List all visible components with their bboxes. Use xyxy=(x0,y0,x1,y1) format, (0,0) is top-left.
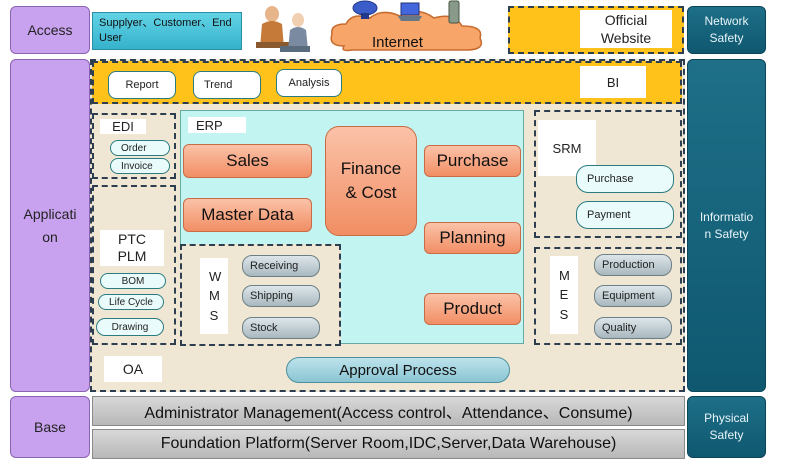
official-website-box: Official Website xyxy=(580,10,672,48)
shipping-label: Shipping xyxy=(250,290,293,302)
people-illustration xyxy=(256,6,310,52)
equipment-label: Equipment xyxy=(602,290,655,302)
information-safety-label: Information Safety xyxy=(699,209,754,241)
physical-safety-label: Physical Safety xyxy=(704,411,749,442)
production-pill: Production xyxy=(594,254,672,276)
receiving-label: Receiving xyxy=(250,260,299,272)
edi-invoice-label: Invoice xyxy=(121,160,153,172)
analysis-label: Analysis xyxy=(288,77,330,89)
approval-process-pill: Approval Process xyxy=(286,357,510,383)
approval-process-label: Approval Process xyxy=(339,361,457,379)
report-pill: Report xyxy=(108,71,176,99)
master-data-label: Master Data xyxy=(201,205,294,224)
oa-title: OA xyxy=(122,361,144,377)
erp-title-box: ERP xyxy=(188,117,246,133)
server-icon xyxy=(352,0,378,19)
bom-label: BOM xyxy=(121,275,145,287)
edi-order-label: Order xyxy=(121,142,147,154)
erp-title: ERP xyxy=(196,117,223,133)
physical-safety: Physical Safety xyxy=(687,396,766,458)
trend-pill: Trend xyxy=(193,71,261,99)
bi-label: BI xyxy=(606,74,620,90)
stock-pill: Stock xyxy=(242,317,320,339)
life-cycle-label: Life Cycle xyxy=(109,296,153,308)
finance-box: Finance & Cost xyxy=(325,126,417,236)
planning-box: Planning xyxy=(424,222,521,254)
master-data-box: Master Data xyxy=(183,198,312,232)
base-layer: Base xyxy=(10,396,90,458)
internet-label: Internet xyxy=(372,34,423,51)
product-box: Product xyxy=(424,293,521,325)
supplier-label: Supplyer、Customer、End User xyxy=(99,17,232,45)
bom-pill: BOM xyxy=(100,273,166,289)
admin-management-label: Administrator Management(Access control、… xyxy=(144,405,633,422)
laptop-icon xyxy=(398,2,422,21)
planning-label: Planning xyxy=(439,228,506,247)
base-layer-label: Base xyxy=(34,419,66,435)
shipping-pill: Shipping xyxy=(242,285,320,307)
network-safety: Network Safety xyxy=(687,6,766,54)
life-cycle-pill: Life Cycle xyxy=(98,294,164,310)
application-layer-label: Application xyxy=(23,206,77,245)
report-label: Report xyxy=(125,79,159,91)
drawing-label: Drawing xyxy=(111,321,149,333)
equipment-pill: Equipment xyxy=(594,285,672,307)
foundation-platform-bar: Foundation Platform(Server Room,IDC,Serv… xyxy=(92,429,685,459)
phone-icon xyxy=(448,0,460,24)
analysis-pill: Analysis xyxy=(276,69,342,97)
trend-label: Trend xyxy=(204,79,233,91)
sales-box: Sales xyxy=(183,144,312,178)
admin-management-bar: Administrator Management(Access control、… xyxy=(92,396,685,426)
internet-cloud-icon xyxy=(330,10,483,52)
purchase-label: Purchase xyxy=(436,151,509,170)
receiving-pill: Receiving xyxy=(242,255,320,277)
network-safety-label: Network Safety xyxy=(704,14,749,45)
edi-title: EDI xyxy=(112,119,134,134)
ptc-title: PTC PLM xyxy=(117,230,147,265)
production-label: Production xyxy=(602,259,655,271)
information-safety: Information Safety xyxy=(687,59,766,392)
sales-label: Sales xyxy=(226,151,269,170)
official-website-label: Official Website xyxy=(600,11,652,46)
wms-title-box: WMS xyxy=(200,258,228,334)
srm-purchase-label: Purchase xyxy=(587,173,634,185)
ptc-title-box: PTC PLM xyxy=(100,230,164,266)
edi-invoice-pill: Invoice xyxy=(110,158,170,174)
product-label: Product xyxy=(443,299,502,318)
quality-label: Quality xyxy=(602,322,637,334)
supplier-box: Supplyer、Customer、End User xyxy=(92,12,242,50)
oa-box: OA xyxy=(104,356,162,382)
payment-label: Payment xyxy=(587,209,631,221)
srm-title-box: SRM xyxy=(538,120,596,176)
access-layer: Access xyxy=(10,6,90,54)
srm-purchase-pill: Purchase xyxy=(576,165,674,193)
srm-title: SRM xyxy=(552,140,582,156)
stock-label: Stock xyxy=(250,322,278,334)
wms-title: WMS xyxy=(209,268,222,323)
application-layer: Application xyxy=(10,59,90,392)
quality-pill: Quality xyxy=(594,317,672,339)
bi-box: BI xyxy=(580,66,646,98)
mes-title: MES xyxy=(559,267,570,322)
access-layer-label: Access xyxy=(27,22,73,38)
purchase-box: Purchase xyxy=(424,145,521,177)
finance-label: Finance & Cost xyxy=(340,159,402,202)
mes-title-box: MES xyxy=(550,256,578,334)
edi-order-pill: Order xyxy=(110,140,170,156)
payment-pill: Payment xyxy=(576,201,674,229)
edi-title-box: EDI xyxy=(100,119,146,134)
foundation-platform-label: Foundation Platform(Server Room,IDC,Serv… xyxy=(160,435,617,452)
drawing-pill: Drawing xyxy=(96,318,164,336)
